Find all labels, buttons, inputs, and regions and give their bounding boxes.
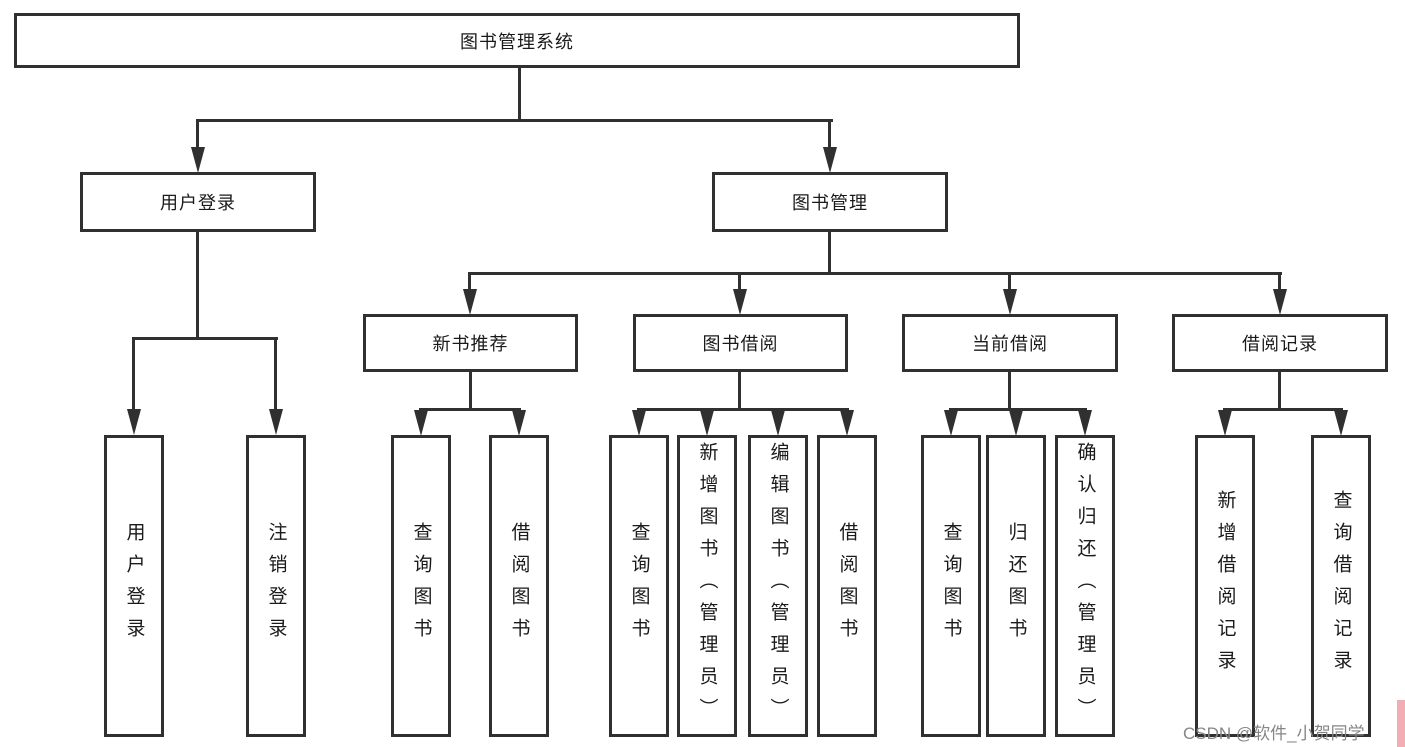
node-current-borrow: 当前借阅 <box>902 314 1118 372</box>
arrow-down-icon <box>269 409 283 435</box>
node-book-borrow: 图书借阅 <box>633 314 848 372</box>
arrow-down-icon <box>1218 410 1232 436</box>
connector <box>1278 370 1281 411</box>
arrow-down-icon <box>463 289 477 315</box>
node-user-login: 用户登录 <box>80 172 316 232</box>
node-new-book-recommend-label: 新书推荐 <box>432 334 509 354</box>
arrow-down-icon <box>771 410 785 436</box>
leaf-query-books-recommend: 查询图书 <box>391 435 451 737</box>
node-current-borrow-label: 当前借阅 <box>972 334 1048 354</box>
leaf-borrow-books: 借阅图书 <box>817 435 877 737</box>
leaf-logout: 注销登录 <box>246 435 306 737</box>
connector <box>738 370 741 411</box>
node-book-management-label: 图书管理 <box>792 193 868 213</box>
leaf-return-books-label: 归还图书 <box>1005 522 1027 650</box>
arrow-down-icon <box>127 409 141 435</box>
leaf-borrow-books-label: 借阅图书 <box>836 522 858 650</box>
connector <box>419 408 521 411</box>
connector <box>518 66 521 121</box>
connector <box>196 230 199 338</box>
leaf-confirm-return-admin-label: 确认归还（管理员） <box>1074 442 1096 730</box>
arrow-down-icon <box>823 147 837 173</box>
leaf-query-books-borrow: 查询图书 <box>609 435 669 737</box>
leaf-borrow-books-recommend-label: 借阅图书 <box>508 522 530 650</box>
leaf-user-login: 用户登录 <box>104 435 164 737</box>
connector <box>469 272 1282 275</box>
arrow-down-icon <box>1003 289 1017 315</box>
connector <box>1223 408 1343 411</box>
arrow-down-icon <box>1009 410 1023 436</box>
connector <box>1278 272 1281 292</box>
leaf-query-books-current: 查询图书 <box>921 435 981 737</box>
watermark-accent <box>1397 700 1405 747</box>
leaf-query-books-borrow-label: 查询图书 <box>628 522 650 650</box>
arrow-down-icon <box>414 410 428 436</box>
connector <box>738 272 741 292</box>
arrow-down-icon <box>1334 410 1348 436</box>
connector <box>828 119 831 149</box>
connector <box>196 119 833 122</box>
connector <box>468 272 471 292</box>
node-new-book-recommend: 新书推荐 <box>363 314 578 372</box>
arrow-down-icon <box>632 410 646 436</box>
leaf-query-borrow-record-label: 查询借阅记录 <box>1330 490 1352 682</box>
node-book-management: 图书管理 <box>712 172 948 232</box>
leaf-edit-books-admin: 编辑图书（管理员） <box>748 435 808 737</box>
connector <box>637 408 849 411</box>
leaf-query-borrow-record: 查询借阅记录 <box>1311 435 1371 737</box>
leaf-query-books-recommend-label: 查询图书 <box>410 522 432 650</box>
node-user-login-label: 用户登录 <box>160 193 236 213</box>
node-borrow-records-label: 借阅记录 <box>1242 334 1318 354</box>
connector <box>1008 370 1011 411</box>
arrow-down-icon <box>512 410 526 436</box>
leaf-return-books: 归还图书 <box>986 435 1046 737</box>
connector <box>828 230 831 274</box>
node-root-label: 图书管理系统 <box>460 31 574 52</box>
arrow-down-icon <box>840 410 854 436</box>
arrow-down-icon <box>1078 410 1092 436</box>
connector <box>274 337 277 412</box>
arrow-down-icon <box>191 147 205 173</box>
leaf-add-books-admin-label: 新增图书（管理员） <box>696 442 718 730</box>
leaf-add-borrow-record-label: 新增借阅记录 <box>1214 490 1236 682</box>
leaf-edit-books-admin-label: 编辑图书（管理员） <box>767 442 789 730</box>
connector <box>949 408 1087 411</box>
leaf-logout-label: 注销登录 <box>265 522 287 650</box>
node-borrow-records: 借阅记录 <box>1172 314 1388 372</box>
leaf-user-login-label: 用户登录 <box>123 522 145 650</box>
leaf-add-books-admin: 新增图书（管理员） <box>677 435 737 737</box>
connector <box>196 119 199 149</box>
arrow-down-icon <box>733 289 747 315</box>
connector <box>469 370 472 411</box>
leaf-add-borrow-record: 新增借阅记录 <box>1195 435 1255 737</box>
watermark-text: CSDN @软件_小贺同学 <box>1183 724 1365 743</box>
arrow-down-icon <box>700 410 714 436</box>
leaf-query-books-current-label: 查询图书 <box>940 522 962 650</box>
connector <box>132 337 135 412</box>
node-book-borrow-label: 图书借阅 <box>702 334 779 354</box>
leaf-confirm-return-admin: 确认归还（管理员） <box>1055 435 1115 737</box>
connector <box>1008 272 1011 292</box>
arrow-down-icon <box>1273 289 1287 315</box>
node-root: 图书管理系统 <box>14 13 1020 68</box>
leaf-borrow-books-recommend: 借阅图书 <box>489 435 549 737</box>
connector <box>132 337 278 340</box>
arrow-down-icon <box>944 410 958 436</box>
